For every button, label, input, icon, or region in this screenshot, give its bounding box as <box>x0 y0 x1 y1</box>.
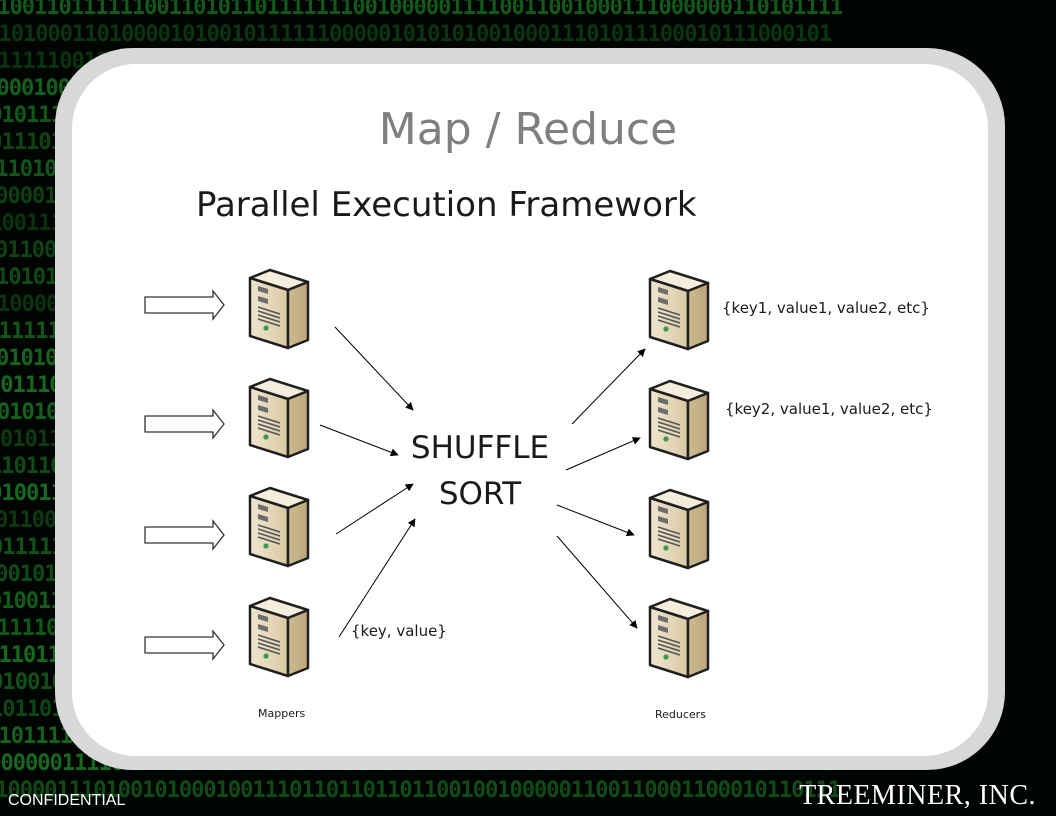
shuffle-to-reducer-arrow <box>571 348 646 425</box>
shuffle-to-reducer-arrow <box>565 437 641 471</box>
company-name: TREEMINER, INC. <box>799 780 1036 811</box>
reducer-server-icon <box>648 269 710 351</box>
reducer-server-icon <box>648 379 710 461</box>
mapper-to-shuffle-arrow <box>334 326 414 411</box>
mapper-output-label: {key, value} <box>351 622 447 640</box>
mapper-server-icon <box>248 596 310 678</box>
input-arrow <box>144 408 225 440</box>
mapper-to-shuffle-arrow <box>335 483 414 535</box>
mapper-to-shuffle-arrow <box>319 424 399 457</box>
mapper-to-shuffle-arrow <box>338 518 416 638</box>
reducers-label: Reducers <box>655 708 706 721</box>
svg-text:010011011111100110101101111111: 0100110111111001101011011111110010000011… <box>0 0 843 20</box>
svg-text:110000111010010100010011101101: 1100001110100101000100111011011011011001… <box>0 778 841 803</box>
mapper-server-icon <box>248 377 310 459</box>
mapper-server-icon <box>248 268 310 350</box>
shuffle-to-reducer-arrow <box>556 504 635 537</box>
sort-label: SORT <box>438 476 522 512</box>
reducer-server-icon <box>648 488 710 570</box>
reducer-server-icon <box>648 597 710 679</box>
slide-title: Map / Reduce <box>378 104 678 155</box>
reducer-label-1: {key1, value1, value2, etc} <box>722 299 930 317</box>
input-arrow <box>144 289 225 321</box>
slide-card <box>72 64 988 756</box>
shuffle-label: SHUFFLE <box>410 430 550 466</box>
shuffle-to-reducer-arrow <box>556 535 638 629</box>
svg-text:101010001101000010100101111110: 1010100011010000101001011111100000101010… <box>0 22 832 47</box>
input-arrow <box>144 629 225 661</box>
reducer-label-2: {key2, value1, value2, etc} <box>725 400 933 418</box>
mapper-server-icon <box>248 486 310 568</box>
slide-subtitle: Parallel Execution Framework <box>196 185 697 225</box>
input-arrow <box>144 519 225 551</box>
confidential-label: CONFIDENTIAL <box>8 792 126 809</box>
mappers-label: Mappers <box>258 707 306 720</box>
